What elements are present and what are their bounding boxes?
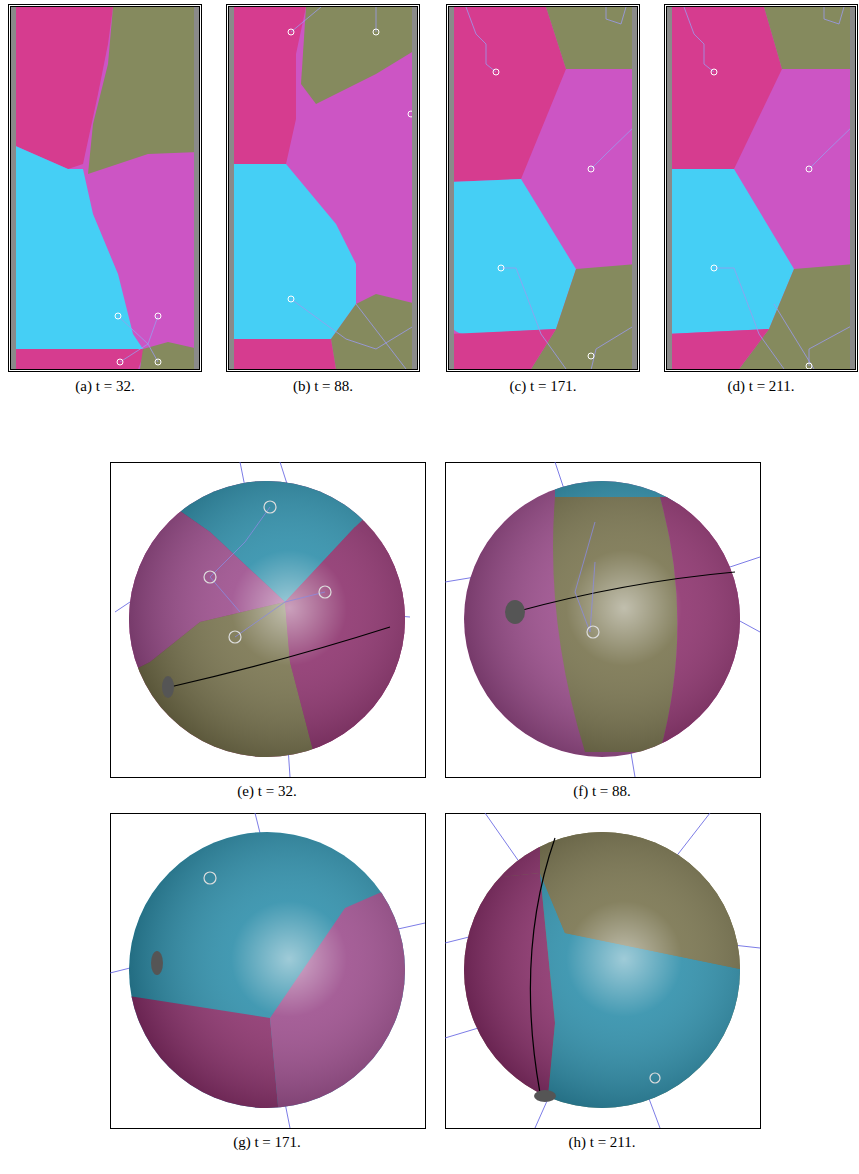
panel-a <box>9 5 202 372</box>
panel-caption: (h) t = 211. <box>568 1134 635 1151</box>
sphere-e <box>110 462 426 778</box>
panel-caption: (e) t = 32. <box>237 783 296 800</box>
sphere-f <box>445 462 761 778</box>
sphere-g <box>110 813 426 1129</box>
panel-caption: (f) t = 88. <box>573 783 631 800</box>
panel-caption: (c) t = 171. <box>510 378 577 395</box>
panel-caption: (g) t = 171. <box>233 1134 301 1151</box>
panel-caption: (b) t = 88. <box>293 378 353 395</box>
sphere-h <box>445 813 761 1129</box>
panel-b <box>227 5 420 372</box>
panel-d <box>665 5 858 372</box>
panel-caption: (d) t = 211. <box>727 378 794 395</box>
panel-caption: (a) t = 32. <box>75 378 134 395</box>
panel-c <box>447 5 640 372</box>
